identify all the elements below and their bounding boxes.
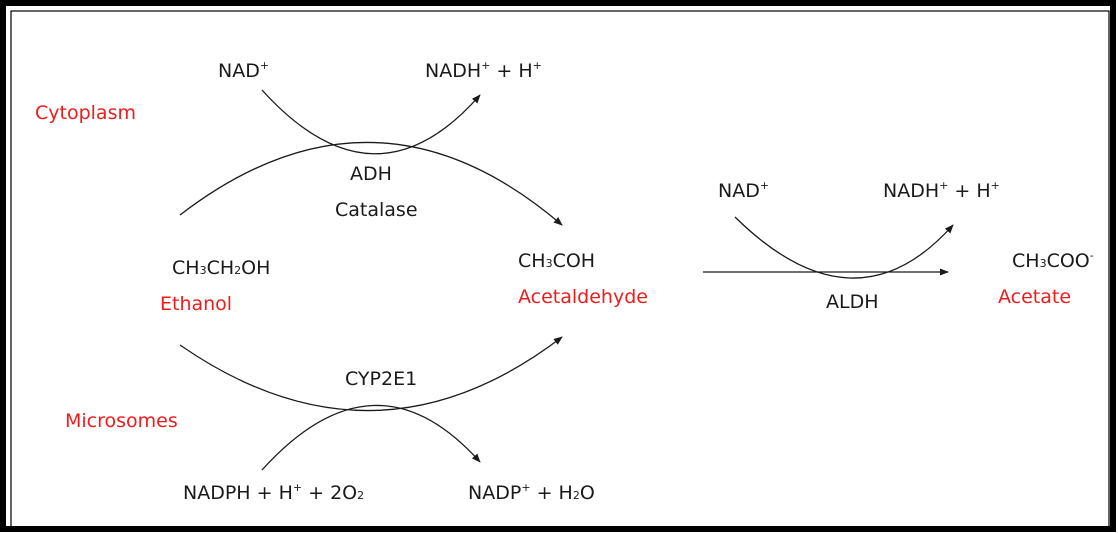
arrow-nadph-to-nadp-microsomes <box>261 404 481 471</box>
nad-label-aldh: NAD+ <box>718 179 770 202</box>
acetaldehyde-formula: CH3COH <box>518 250 596 272</box>
nad-label-top: NAD+ <box>218 59 270 82</box>
ethanol-name: Ethanol <box>160 293 233 315</box>
microsomes-label: Microsomes <box>65 410 178 432</box>
acetaldehyde-name: Acetaldehyde <box>518 286 648 308</box>
nadh-h-label-top: NADH+ + H+ <box>425 59 542 82</box>
acetate-name: Acetate <box>998 286 1072 308</box>
ethanol-formula: CH3CH2OH <box>172 257 271 279</box>
arrow-ethanol-to-acetaldehyde-upper <box>179 141 563 226</box>
cytoplasm-label: Cytoplasm <box>35 102 136 124</box>
aldh-enzyme-label: ALDH <box>826 291 879 313</box>
nadph-h-o2-label: NADPH + H+ + 2O2 <box>183 481 365 504</box>
inner-border <box>10 10 1110 528</box>
arrow-nad-to-nadh-aldh <box>734 216 954 279</box>
acetate-formula: CH3COO- <box>1012 249 1094 272</box>
nadh-h-label-aldh: NADH+ + H+ <box>883 179 1000 202</box>
catalase-enzyme-label: Catalase <box>335 199 418 221</box>
cyp2e1-enzyme-label: CYP2E1 <box>345 368 418 390</box>
arrow-nad-to-nadh-cytoplasm <box>261 89 481 155</box>
nadp-h2o-label: NADP+ + H2O <box>468 481 595 504</box>
arrow-ethanol-to-acetaldehyde-lower <box>179 336 563 412</box>
adh-enzyme-label: ADH <box>350 163 392 185</box>
